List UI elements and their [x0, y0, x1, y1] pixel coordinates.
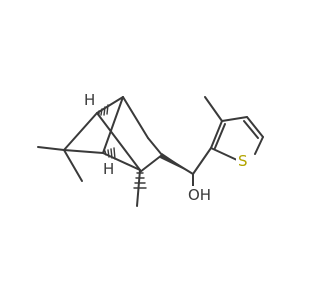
bond-c7-c5-bridge	[63, 149, 104, 154]
hash-bond-top-h	[98, 104, 109, 116]
bond-methyl-gem-b	[63, 149, 83, 182]
bond-thio-s-c2	[210, 147, 238, 161]
atom-label-layer: OH S H H	[83, 91, 250, 204]
bond-c1-c7-bridge	[63, 112, 98, 151]
bond-thiophene-methyl	[204, 96, 223, 122]
bond-layer	[37, 96, 264, 207]
sulfur-label: S	[238, 152, 248, 170]
bond-thio-c4-c5	[246, 116, 264, 138]
structure-diagram: OH S H H	[37, 91, 264, 207]
hash-bond-bottom-h	[104, 147, 116, 160]
hydrogen-top-label: H	[84, 91, 95, 109]
molecule-canvas: OH S H H	[37, 91, 264, 207]
bond-thio-c2-c3	[210, 120, 223, 149]
hydroxyl-label: OH	[188, 186, 211, 204]
wedge-bond-c3	[160, 153, 193, 174]
hash-bond-ring-methyl	[133, 172, 147, 189]
bond-methyl-gem-a	[37, 146, 65, 151]
bond-thio-c3-c4	[221, 116, 248, 122]
bond-c6-c7	[122, 96, 149, 139]
hydrogen-bottom-label: H	[103, 160, 114, 178]
bond-thio-c5-s	[254, 136, 264, 155]
bond-c3-c4	[139, 154, 163, 173]
bond-c1-c2	[96, 112, 141, 171]
bond-carbinol-thiophene	[192, 147, 212, 175]
bond-thio-c4-c5-double	[243, 120, 259, 139]
bond-c2-c3	[147, 137, 163, 156]
bond-c6-c5	[102, 96, 124, 154]
bond-thio-c2-c3-double	[214, 123, 226, 149]
